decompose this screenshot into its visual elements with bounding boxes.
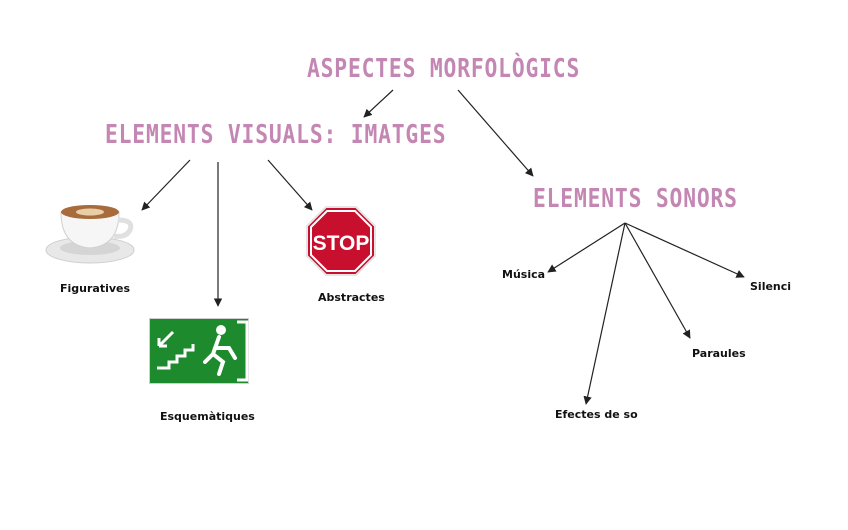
stop-sign-icon: STOP <box>306 206 376 276</box>
arrow-visual-to-figuratives <box>141 159 191 211</box>
label-esquematiques: Esquemàtiques <box>160 410 255 423</box>
label-figuratives: Figuratives <box>60 282 131 295</box>
label-silenci: Silenci <box>750 280 792 293</box>
arrow-sonor-to-paraules <box>624 222 691 339</box>
label-efectes-de-so: Efectes de so <box>555 408 638 421</box>
label-musica: Música <box>502 268 546 281</box>
sonor-branch-title: ELEMENTS SONORS <box>533 184 738 214</box>
stop-sign-text: STOP <box>313 232 370 255</box>
label-abstractes: Abstractes <box>318 291 385 304</box>
root-title: ASPECTES MORFOLÒGICS <box>307 54 581 84</box>
arrow-sonor-to-musica <box>547 222 626 273</box>
arrow-root-to-sonor <box>457 89 534 177</box>
arrow-sonor-to-efectes <box>583 222 626 405</box>
label-paraules: Paraules <box>692 347 746 360</box>
arrow-root-to-visual <box>363 89 394 118</box>
arrow-sonor-to-silenci <box>624 222 745 278</box>
arrow-visual-to-abstractes <box>267 159 313 211</box>
visual-branch-title: ELEMENTS VISUALS: IMATGES <box>105 120 447 150</box>
emergency-exit-icon <box>149 318 249 384</box>
coffee-cup-icon <box>45 205 135 264</box>
